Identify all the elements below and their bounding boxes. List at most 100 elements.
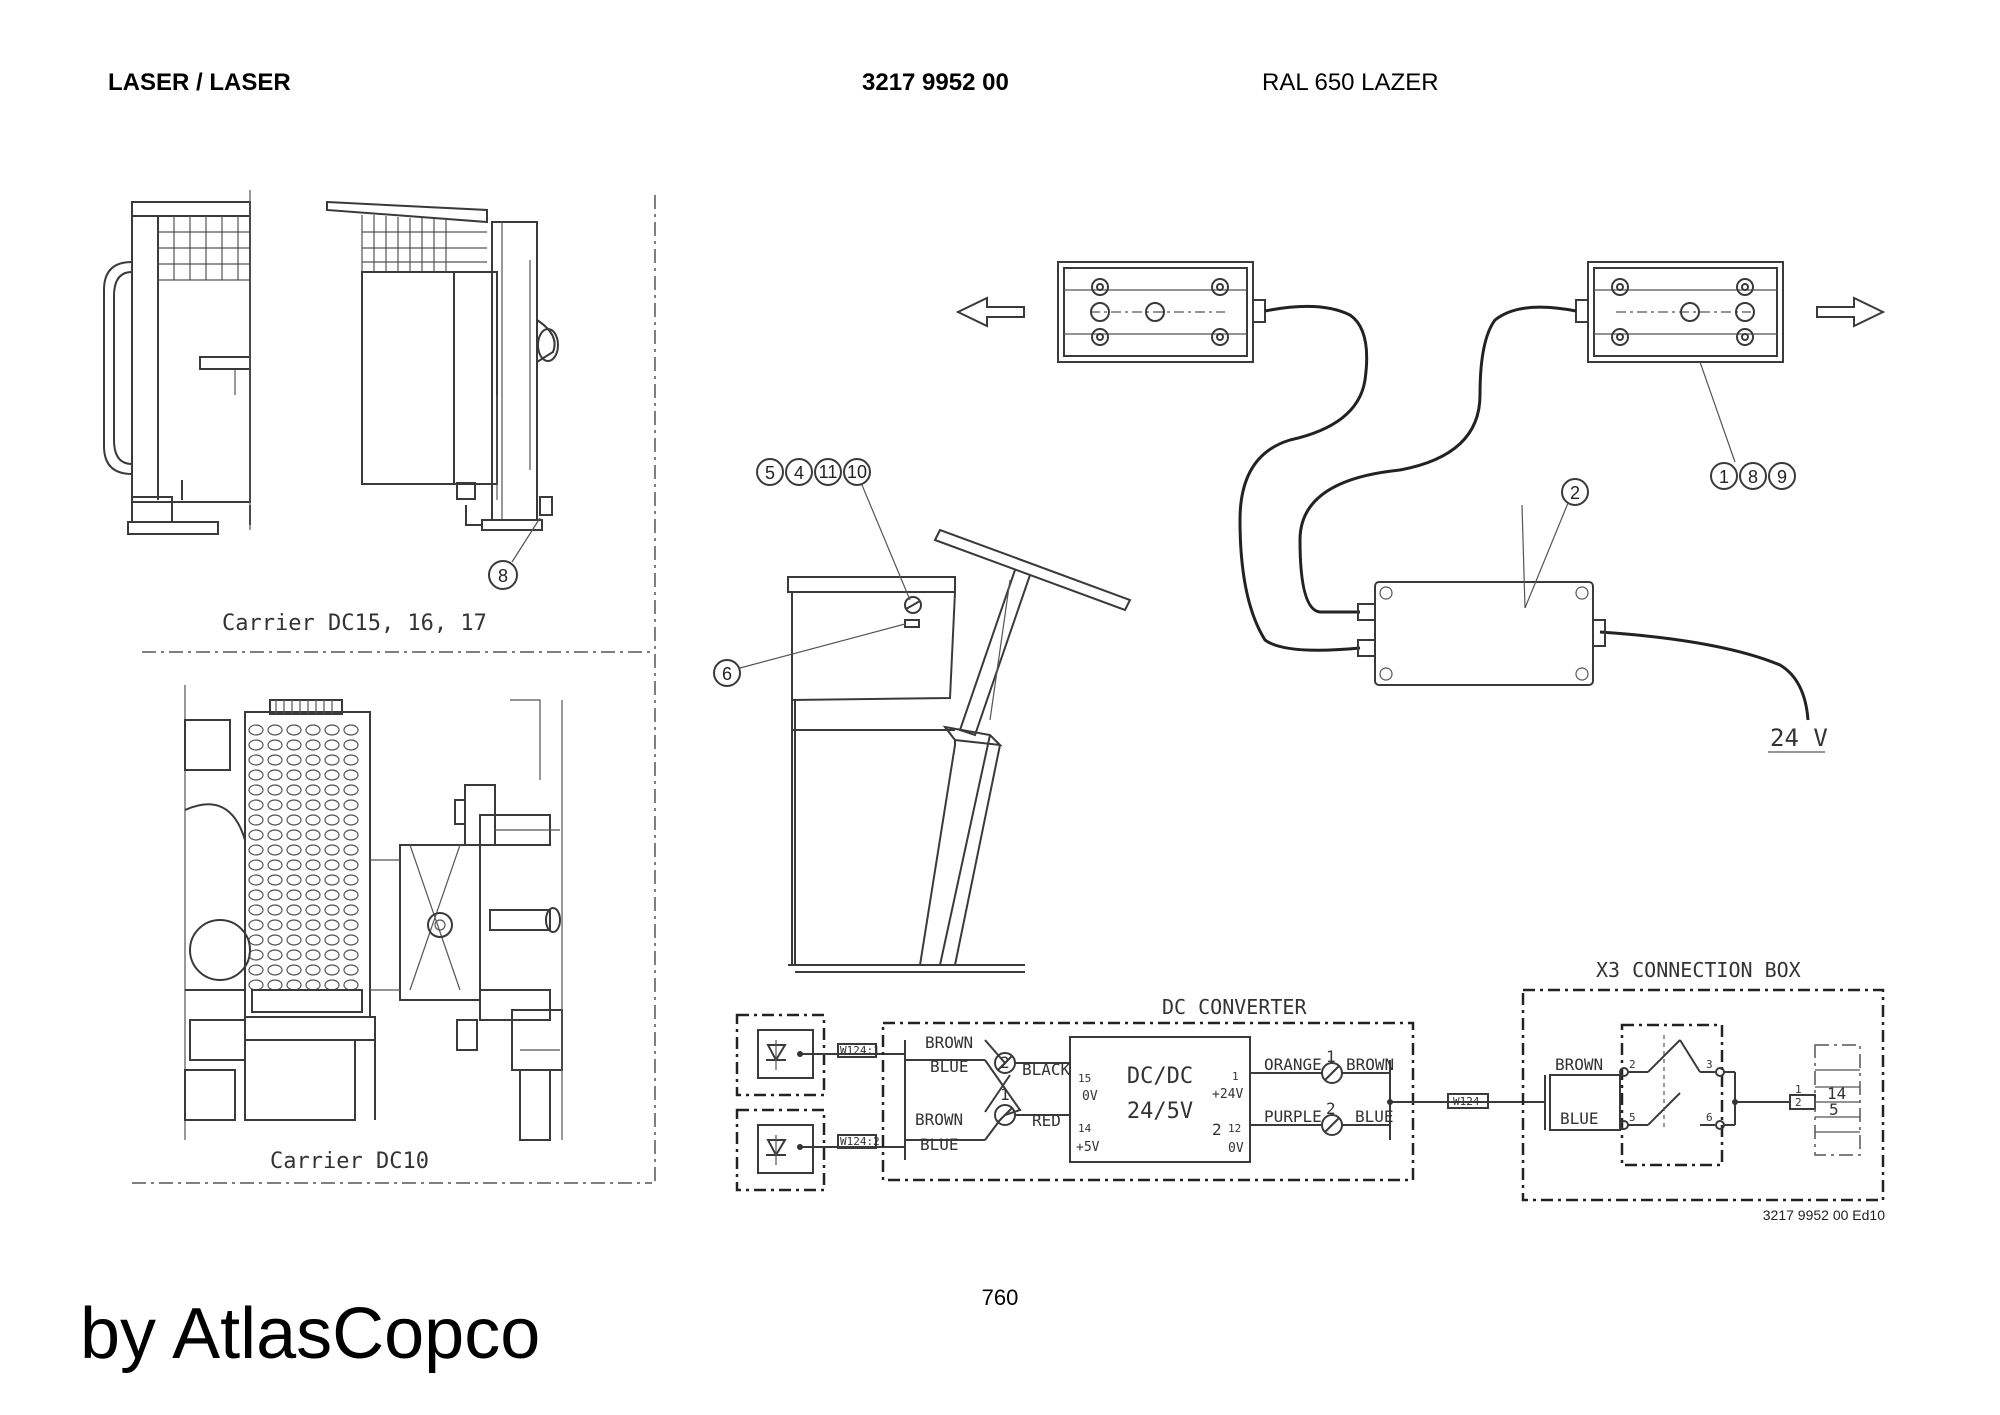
radiator-vent: [286, 874, 302, 886]
radiator-vent: [324, 874, 340, 886]
callout-2: 2: [1521, 478, 1589, 609]
dcdc-text-1: DC/DC: [1127, 1064, 1193, 1089]
svg-text:6: 6: [722, 664, 732, 684]
doc-title: LASER / LASER: [108, 69, 291, 96]
radiator-vent: [267, 754, 283, 766]
radiator-vent: [286, 769, 302, 781]
wire-brown-out: BROWN: [1346, 1055, 1394, 1074]
carrier-dc10-view: [184, 685, 563, 1141]
radiator-vent: [248, 784, 264, 796]
radiator-vent: [343, 919, 359, 931]
x3-wire-brown: BROWN: [1555, 1055, 1603, 1074]
dc-converter-title: DC CONVERTER: [1162, 995, 1307, 1019]
wire-blue-out: BLUE: [1355, 1107, 1394, 1126]
radiator-vent: [286, 889, 302, 901]
radiator-vent: [267, 964, 283, 976]
radiator-vent: [305, 934, 321, 946]
radiator-vent: [305, 829, 321, 841]
radiator-vent: [343, 874, 359, 886]
cable-tag-w124-1: [837, 1043, 877, 1058]
radiator-vent: [324, 829, 340, 841]
radiator-vent: [267, 979, 283, 991]
radiator-vent: [248, 979, 264, 991]
carrier-dc15-label: Carrier DC15, 16, 17: [222, 611, 487, 636]
carrier-dc15-front-view: [103, 190, 251, 535]
radiator-vent: [267, 739, 283, 751]
radiator-vent: [305, 784, 321, 796]
left-direction-arrow: [955, 296, 1025, 328]
display-mount-stand: [787, 528, 1132, 973]
radiator-vent: [343, 829, 359, 841]
radiator-vent: [267, 799, 283, 811]
laser-sensor-right: [1575, 261, 1784, 363]
radiator-vent: [305, 874, 321, 886]
pin-15: 15: [1078, 1072, 1091, 1085]
radiator-vent: [267, 769, 283, 781]
radiator-vent: [343, 844, 359, 856]
edition-label: 3217 9952 00 Ed10: [1763, 1207, 1885, 1223]
radiator-vent: [343, 949, 359, 961]
radiator-vent: [324, 769, 340, 781]
radiator-vent: [324, 814, 340, 826]
page-number: 760: [982, 1285, 1019, 1310]
callout-5-4-11-10: 5 4 11 10: [756, 458, 911, 601]
sensor-symbol-1: [735, 1013, 905, 1097]
supply-voltage-label: 24 V: [1770, 724, 1828, 752]
radiator-vent: [305, 889, 321, 901]
radiator-vent: [305, 814, 321, 826]
x3-wire-blue: BLUE: [1560, 1109, 1599, 1128]
out-pin-14: 14: [1827, 1084, 1846, 1103]
callout-8: 8: [488, 517, 541, 590]
radiator-vent: [343, 964, 359, 976]
pin-24v: +24V: [1212, 1087, 1243, 1102]
wire-blue-in-2: BLUE: [920, 1135, 959, 1154]
radiator-vent: [305, 754, 321, 766]
out-pin-1: 1: [1795, 1083, 1802, 1096]
term-1: 1: [1000, 1085, 1010, 1104]
radiator-vent: [286, 829, 302, 841]
radiator-vent: [343, 799, 359, 811]
wire-purple: PURPLE: [1264, 1107, 1322, 1126]
radiator-vent: [305, 919, 321, 931]
radiator-vent: [343, 784, 359, 796]
radiator-vent: [324, 889, 340, 901]
x3-pin-3: 3: [1706, 1058, 1713, 1071]
radiator-vent: [286, 964, 302, 976]
radiator-vent: [324, 799, 340, 811]
pin-12: 12: [1228, 1122, 1241, 1135]
radiator-vent: [286, 739, 302, 751]
svg-text:8: 8: [1748, 467, 1758, 487]
radiator-vent: [343, 814, 359, 826]
callout-6: 6: [713, 623, 906, 687]
sensor-cables: [1238, 304, 1810, 721]
radiator-vent: [267, 784, 283, 796]
radiator-vent: [248, 949, 264, 961]
radiator-vent: [324, 904, 340, 916]
radiator-vent: [305, 769, 321, 781]
radiator-vent: [286, 934, 302, 946]
radiator-vent: [286, 799, 302, 811]
out-pin-5: 5: [1829, 1100, 1839, 1119]
radiator-vent: [267, 889, 283, 901]
radiator-vent: [248, 799, 264, 811]
wire-orange: ORANGE: [1264, 1055, 1322, 1074]
radiator-vent: [324, 949, 340, 961]
radiator-vent: [286, 724, 302, 736]
radiator-vent: [248, 904, 264, 916]
sensor-symbol-2: [735, 1108, 905, 1192]
cable-tag-w124-text: W124: [1453, 1095, 1480, 1108]
radiator-vent: [324, 964, 340, 976]
pin-5v: +5V: [1076, 1140, 1100, 1155]
radiator-vent: [267, 829, 283, 841]
radiator-vent: [248, 919, 264, 931]
callout-1-8-9: 1 8 9: [1699, 361, 1796, 490]
x3-pin-5: 5: [1629, 1111, 1636, 1124]
radiator-vent: [305, 979, 321, 991]
term-2: 2: [1000, 1053, 1010, 1072]
radiator-vent: [305, 964, 321, 976]
wire-black: BLACK: [1022, 1060, 1071, 1079]
wire-brown-in-1: BROWN: [925, 1033, 973, 1052]
radiator-vent: [343, 934, 359, 946]
svg-text:5: 5: [765, 463, 775, 483]
